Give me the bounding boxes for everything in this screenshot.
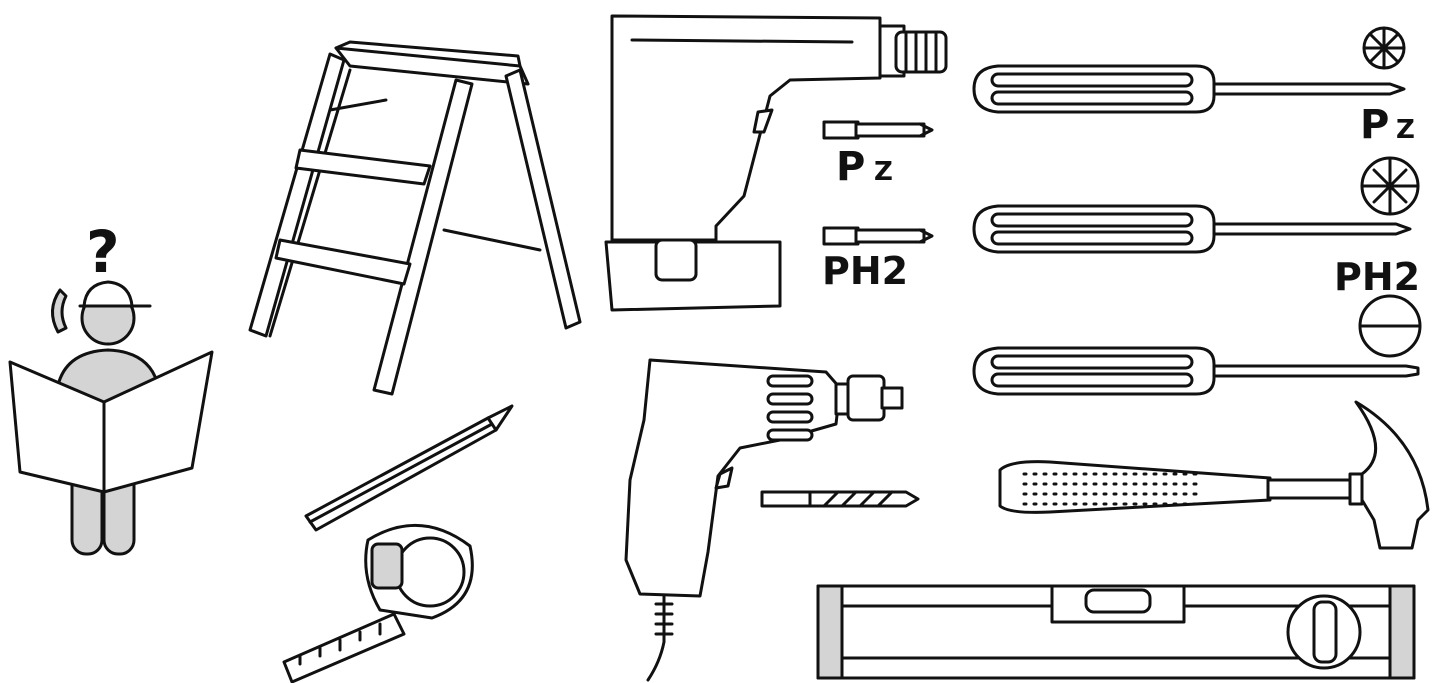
pozidriv-bit-z-label: Z [874,157,893,187]
person-reading-plan: ? [8,218,214,556]
question-mark: ? [86,218,120,286]
tape-measure [282,523,474,683]
twist-drill-bit [760,490,920,508]
phillips-bit-label: PH2 [822,249,908,293]
corded-drill [624,358,904,682]
screwdriver-pozidriv-p-label: P [1360,102,1389,148]
pozidriv-bit: P Z [822,120,934,190]
screwdriver-phillips: PH2 [972,156,1420,299]
phone-icon [51,288,68,334]
step-ladder [248,40,582,396]
screwdriver-pozidriv-z-label: Z [1396,115,1415,145]
pozidriv-bit-p-label: P [836,144,865,190]
helmet [82,280,134,308]
cordless-drill [604,14,948,312]
pencil [304,404,514,532]
screwdriver-pozidriv: P Z [972,26,1415,148]
claw-hammer [998,400,1430,550]
screwdriver-flathead [972,294,1422,396]
spirit-level [816,584,1416,680]
screwdriver-phillips-label: PH2 [1334,255,1420,299]
phillips-bit: PH2 [822,226,934,293]
